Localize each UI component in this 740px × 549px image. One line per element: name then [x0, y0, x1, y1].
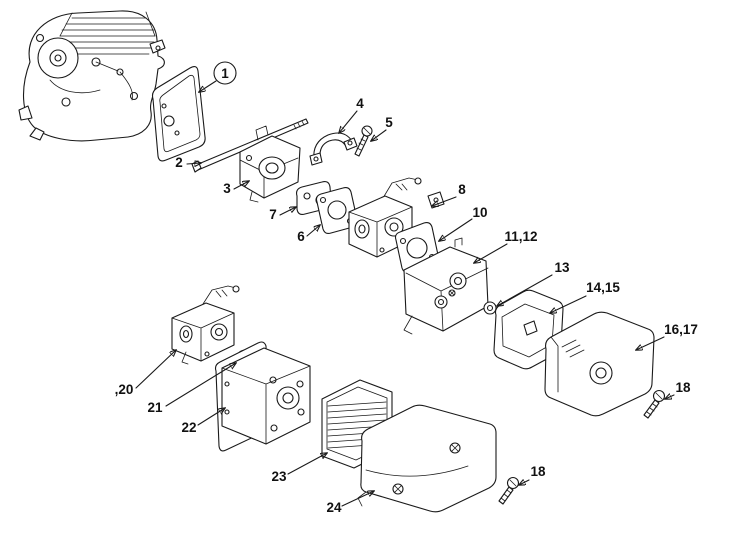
- part-label-8: 8: [458, 182, 466, 197]
- part-label-23: 23: [271, 469, 287, 484]
- part-label-1: 1: [221, 66, 229, 81]
- screw-18-lower: [498, 476, 520, 505]
- part-label-16-17: 16,17: [664, 322, 698, 337]
- highlight-circle: [213, 61, 237, 85]
- part-labels: 1 2 3 4 5 6 7 8 10 11,12 13 14,15 16,17 …: [115, 61, 698, 515]
- part-label-24: 24: [326, 500, 342, 515]
- filter-housing-22: [214, 341, 311, 452]
- washer-13: [483, 301, 497, 315]
- leader-lines: [135, 80, 675, 507]
- part-label-21: 21: [147, 400, 163, 415]
- screw-18-upper: [643, 389, 666, 419]
- part-label-22: 22: [181, 420, 196, 435]
- callout-part-1[interactable]: 1: [213, 61, 237, 85]
- gasket-part-1: [151, 66, 206, 162]
- part-label-2: 2: [175, 155, 183, 170]
- part-label-18-upper: 18: [675, 380, 691, 395]
- cover-24: [357, 404, 497, 513]
- part-label-7: 7: [269, 207, 277, 222]
- part-label-19-20: ,20: [115, 382, 134, 397]
- carburetor-19-20: [171, 285, 240, 365]
- part-label-4: 4: [356, 96, 364, 111]
- cover-16-17: [544, 311, 655, 417]
- part-label-14-15: 14,15: [586, 280, 620, 295]
- part-label-18-lower: 18: [530, 464, 546, 479]
- part-label-3: 3: [223, 181, 231, 196]
- clamp-4: [309, 132, 358, 166]
- intake-manifold-3: [239, 125, 301, 203]
- part-label-6: 6: [297, 229, 305, 244]
- part-label-10: 10: [472, 205, 487, 220]
- part-label-11-12: 11,12: [504, 229, 537, 244]
- engine-block: [18, 10, 166, 142]
- part-label-13: 13: [554, 260, 570, 275]
- filter-base-11-12: [403, 237, 489, 335]
- part-label-5: 5: [385, 115, 393, 130]
- screw-5: [354, 125, 373, 157]
